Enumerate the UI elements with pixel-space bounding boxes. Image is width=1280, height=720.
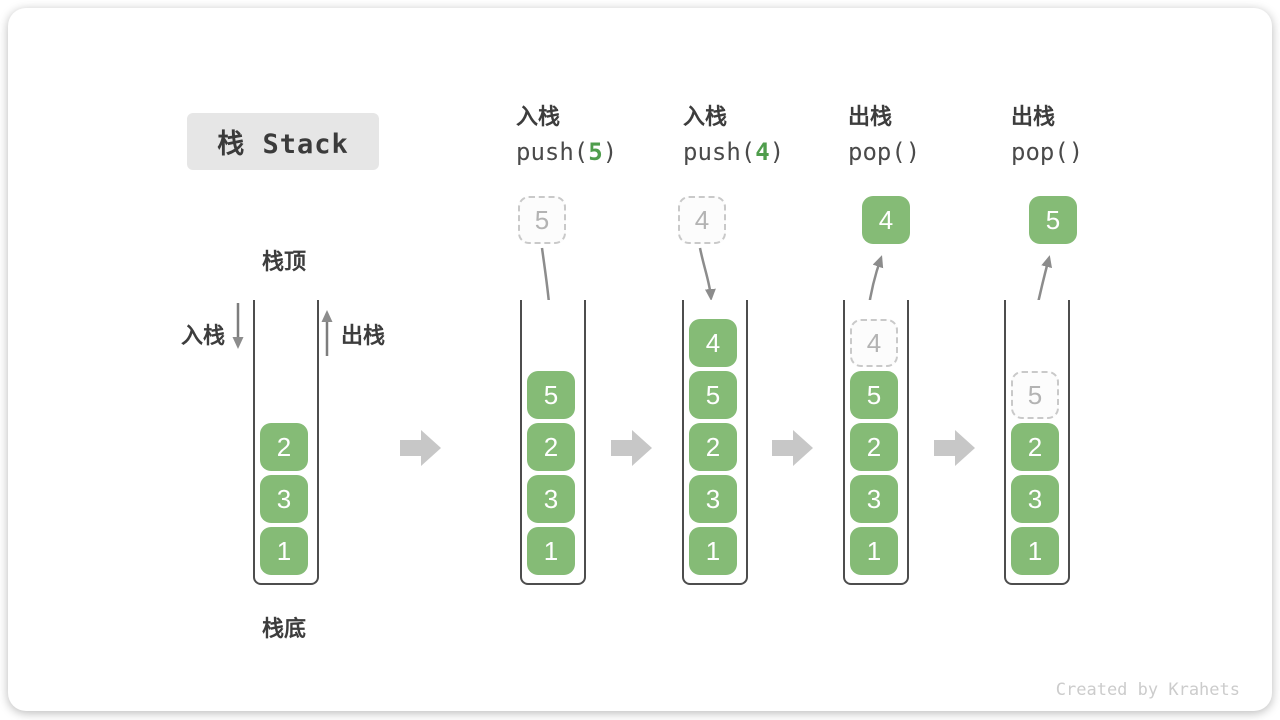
popped-slot: 5 (1011, 371, 1059, 419)
op-name: 出栈 (848, 104, 893, 129)
page-title: 栈 Stack (217, 129, 349, 160)
popped-slot: 4 (850, 319, 898, 367)
stack-block: 5 (527, 371, 575, 419)
popped-box-5: 5 (1029, 196, 1077, 244)
stack-block: 2 (1011, 423, 1059, 471)
op-label-pop-2: 出栈 pop() (1011, 104, 1083, 165)
stack-top-label: 栈顶 (261, 249, 306, 274)
stack-block: 3 (1011, 475, 1059, 523)
op-code: pop() (1011, 138, 1084, 166)
stack-block: 3 (260, 475, 308, 523)
stack-block: 2 (689, 423, 737, 471)
op-label-push-5: 入栈 push(5) (516, 104, 617, 165)
pop-direction-label: 出栈 (341, 323, 386, 348)
popped-box-4: 4 (862, 196, 910, 244)
stack-block: 4 (689, 319, 737, 367)
op-code: push(4) (683, 138, 785, 166)
op-name: 出栈 (1011, 104, 1056, 129)
op-label-pop-1: 出栈 pop() (848, 104, 920, 165)
stack-block: 1 (527, 527, 575, 575)
stack-block: 1 (850, 527, 898, 575)
pending-push-box-4: 4 (678, 196, 726, 244)
pending-push-box-5: 5 (518, 196, 566, 244)
op-code: pop() (848, 138, 921, 166)
stack-block: 1 (689, 527, 737, 575)
stack-block: 1 (1011, 527, 1059, 575)
stack-bottom-label: 栈底 (261, 616, 306, 641)
stack-block: 1 (260, 527, 308, 575)
stack-block: 3 (850, 475, 898, 523)
push-direction-label: 入栈 (181, 323, 226, 348)
op-label-push-4: 入栈 push(4) (683, 104, 784, 165)
title-box: 栈 Stack (187, 113, 379, 170)
stack-block: 3 (689, 475, 737, 523)
op-code: push(5) (516, 138, 618, 166)
stack-block: 5 (850, 371, 898, 419)
stack-block: 2 (850, 423, 898, 471)
stack-block: 2 (527, 423, 575, 471)
stack-block: 5 (689, 371, 737, 419)
stack-block: 2 (260, 423, 308, 471)
op-name: 入栈 (683, 104, 728, 129)
watermark: Created by Krahets (1055, 680, 1240, 700)
stack-block: 3 (527, 475, 575, 523)
op-name: 入栈 (516, 104, 561, 129)
